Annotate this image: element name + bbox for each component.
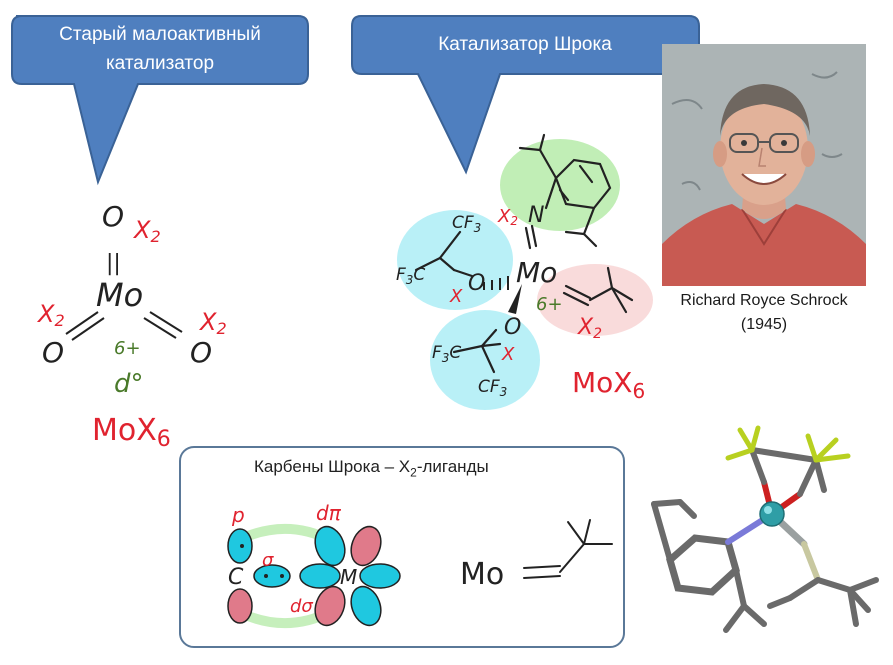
- x-bottom-label: X: [501, 344, 515, 365]
- metal-d-lobe-dr: [350, 585, 382, 627]
- carbon-sigma-lobe: [253, 564, 291, 588]
- metal-d-lobe-l: [299, 563, 341, 589]
- callout-old-catalyst-text: Старый малоактивный катализатор: [59, 24, 261, 74]
- double-bond-top: ||: [106, 251, 121, 276]
- portrait-years: (1945): [740, 316, 788, 333]
- carbene-title-tail: -лиганды: [416, 457, 489, 476]
- carbon-c: C: [228, 565, 244, 590]
- charge-6plus-left: 6+: [114, 338, 141, 359]
- formula-schrock: MoX6: [572, 366, 645, 403]
- label-sigma: σ: [262, 550, 274, 571]
- portrait-name: Richard Royce Schrock: [680, 292, 848, 309]
- x-left-label: X: [449, 286, 463, 307]
- cf3-c: F3C: [432, 343, 461, 365]
- label-p: p: [231, 503, 245, 527]
- metal-d-lobe-r: [359, 563, 401, 589]
- oxygen-right: O: [190, 336, 212, 369]
- oxygen-left: O: [42, 336, 64, 369]
- oxygen-top: O: [102, 200, 124, 233]
- alkoxide-o1: O: [468, 271, 485, 296]
- schrock-metal: Mo: [516, 256, 557, 289]
- carbon-p-lobe-bottom: [227, 588, 253, 624]
- callout-schrock-catalyst-text: Катализатор Шрока: [438, 34, 612, 55]
- mo-label-box: Mo: [460, 557, 504, 592]
- schrock-portrait: [662, 44, 866, 286]
- metal-mo-left: Mo: [96, 276, 143, 314]
- charge-6plus-schrock: 6+: [536, 294, 563, 315]
- cf3-b: F3C: [396, 265, 425, 287]
- molecule-3d-model: [651, 425, 879, 633]
- metal-d-lobe-ul: [314, 525, 346, 567]
- metal-m: M: [340, 565, 357, 589]
- metal-d-lobe-ur: [350, 525, 382, 567]
- mo-atom: [759, 501, 785, 527]
- metal-d-lobe-dl: [314, 585, 346, 627]
- carbene-box-title: Карбены Шрока – X2-лиганды: [254, 457, 489, 479]
- carbene-title-sub: 2: [410, 465, 417, 480]
- label-d-pi: dπ: [316, 501, 342, 525]
- imido-n: N: [528, 203, 544, 228]
- alkoxide-o2: O: [504, 315, 521, 340]
- label-d-sigma: dσ: [290, 596, 313, 617]
- carbene-title-main: Карбены Шрока – X: [254, 457, 411, 476]
- d-zero-label: d°: [114, 369, 144, 399]
